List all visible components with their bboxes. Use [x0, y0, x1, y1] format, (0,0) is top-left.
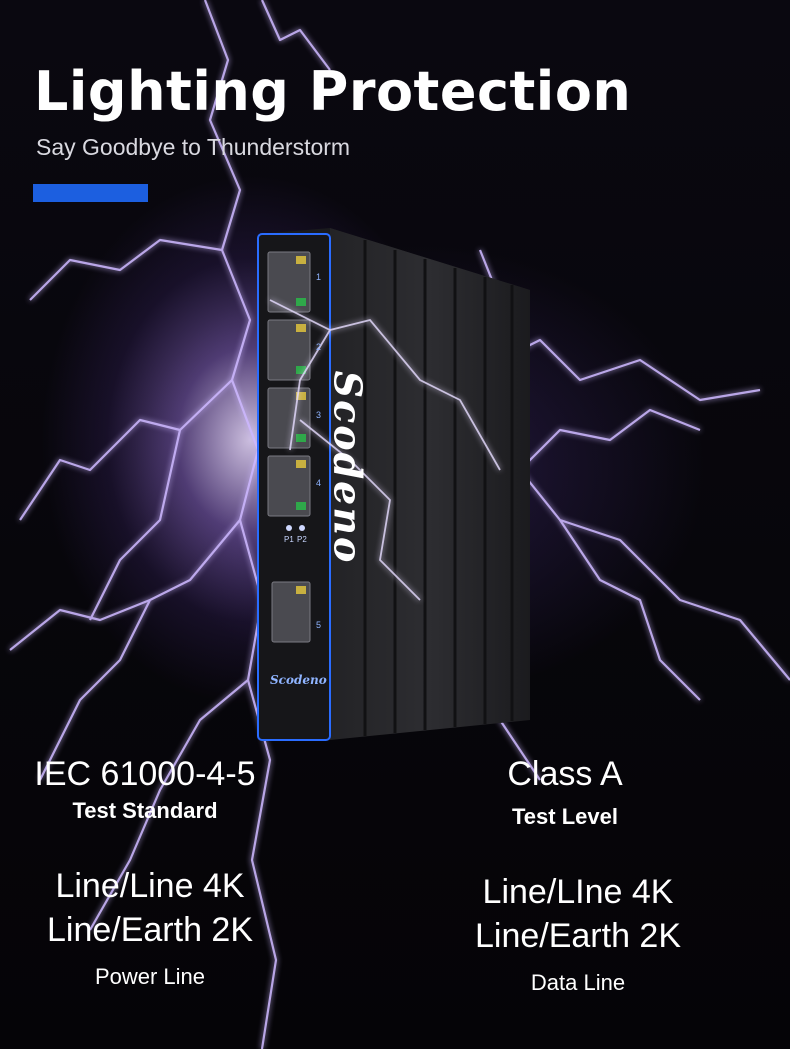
spec-line-2: Line/Earth 2K: [46, 911, 254, 949]
spec-label: Data Line: [530, 970, 626, 995]
switch-device: [257, 228, 530, 741]
page-subtitle: Say Goodbye to Thunderstorm: [36, 134, 351, 160]
spec-label: Test Level: [512, 804, 618, 829]
spec-data-line: Line/LIne 4K Line/Earth 2K Data Line: [458, 870, 698, 998]
spec-line-1: Line/Line 4K: [55, 867, 245, 905]
spec-test-level: Class A Test Level: [460, 752, 670, 832]
spec-label: Test Standard: [72, 798, 218, 823]
page-title: Lighting Protection: [34, 60, 632, 123]
spec-line-1: Line/LIne 4K: [482, 873, 674, 911]
spec-line-2: Line/Earth 2K: [474, 917, 682, 955]
spec-value: Class A: [507, 755, 623, 793]
spec-power-line: Line/Line 4K Line/Earth 2K Power Line: [30, 864, 270, 992]
side-brand-logo: Scodeno: [325, 370, 371, 565]
spec-test-standard: IEC 61000-4-5 Test Standard: [20, 752, 270, 826]
led-label: P2: [297, 535, 307, 544]
port-number: 1: [316, 272, 322, 282]
foreground-bolts: [269, 299, 501, 601]
front-brand-logo: Scodeno: [270, 673, 327, 687]
port-number: 3: [316, 410, 322, 420]
power-led-2: [299, 525, 305, 531]
heat-sink-fins: [363, 240, 514, 736]
port-number: 5: [316, 620, 322, 630]
port-number: 2: [316, 342, 322, 352]
spec-value: IEC 61000-4-5: [34, 755, 256, 793]
power-led-1: [286, 525, 292, 531]
port-number: 4: [316, 478, 322, 488]
accent-bar: [33, 184, 148, 202]
led-label: P1: [284, 535, 294, 544]
ethernet-ports: [267, 251, 311, 643]
spec-label: Power Line: [94, 964, 206, 989]
